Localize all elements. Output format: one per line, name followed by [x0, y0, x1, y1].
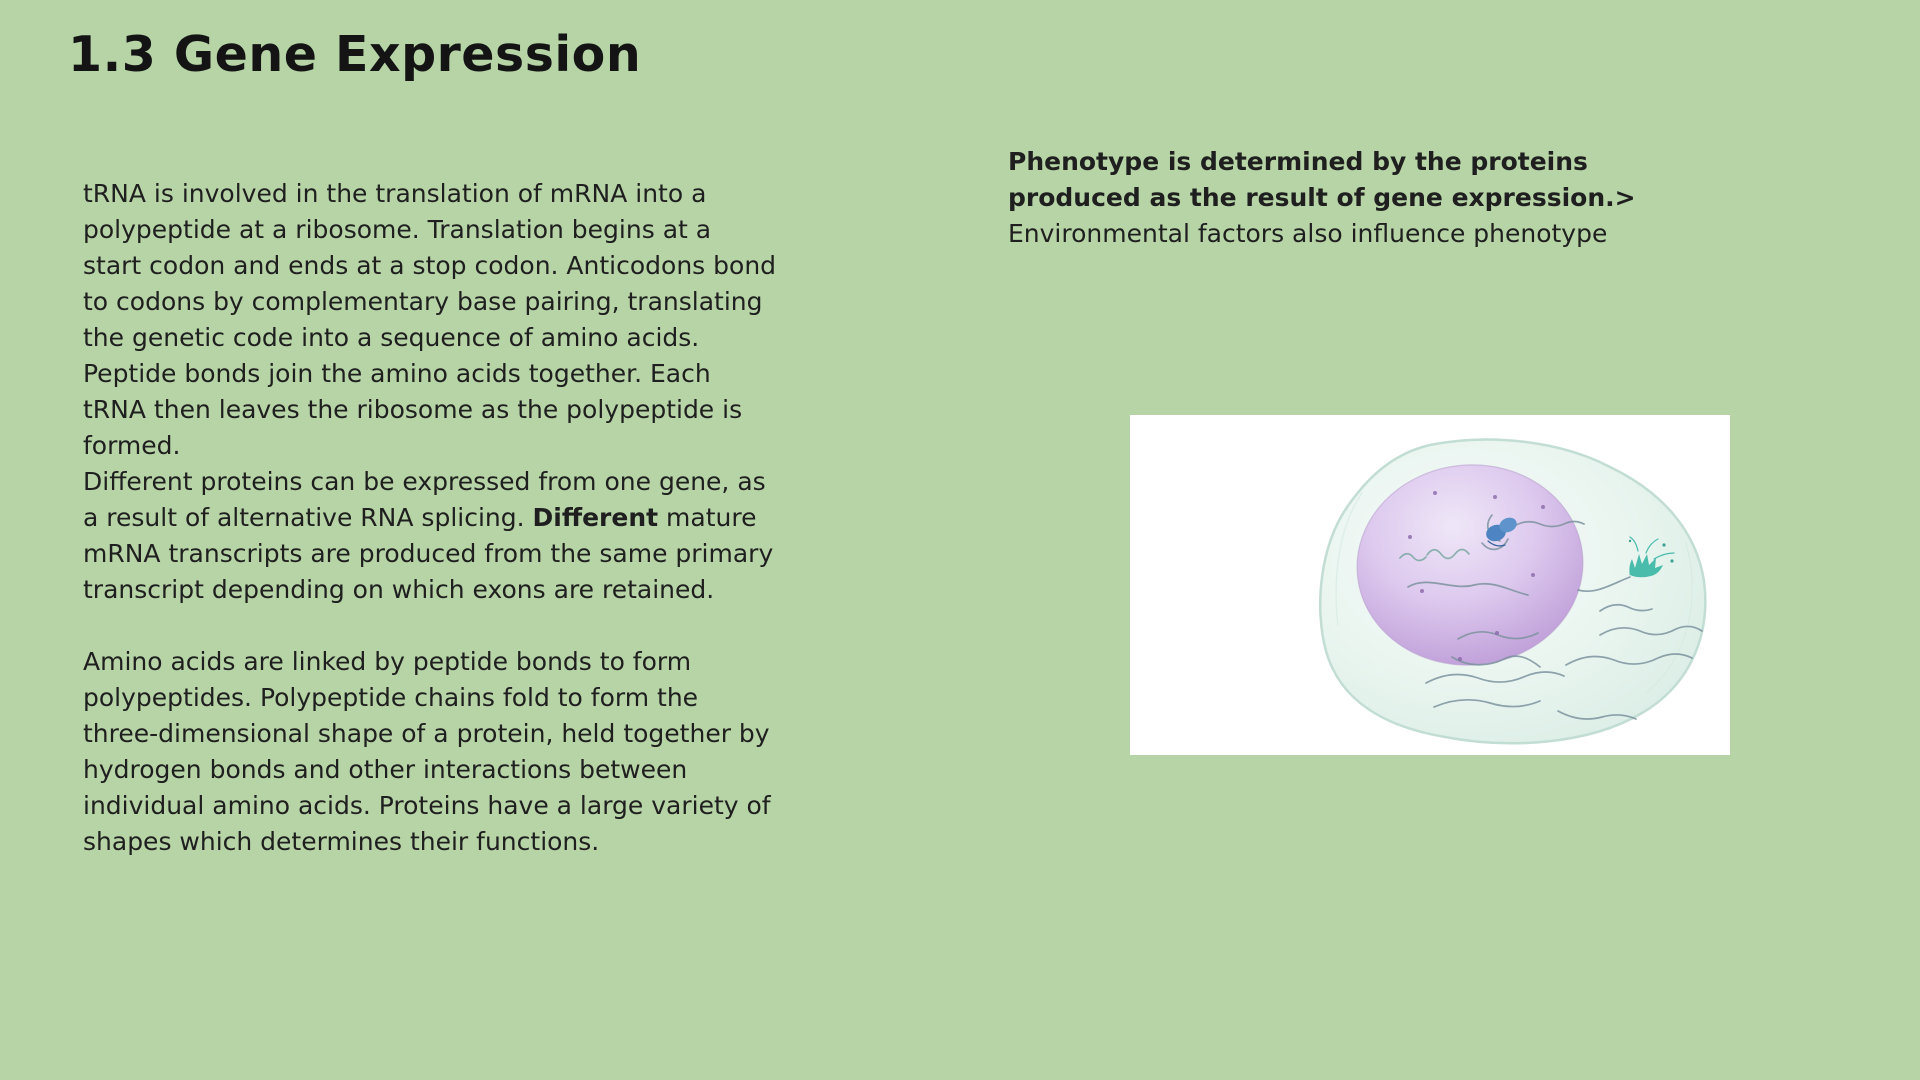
inner-membrane-left: [1335, 492, 1363, 626]
right-note-column: Phenotype is determined by the proteins p…: [1008, 144, 1636, 252]
text-line: mRNA transcripts are produced from the s…: [83, 539, 774, 568]
text-line: shapes which determines their functions.: [83, 827, 600, 856]
text-line: Different proteins can be expressed from…: [83, 467, 766, 496]
text-line: transcript depending on which exons are …: [83, 575, 715, 604]
text-line: polypeptides. Polypeptide chains fold to…: [83, 683, 699, 712]
chromatin-strand: [1457, 630, 1539, 640]
chromatin-strand: [1399, 552, 1427, 562]
text-line: individual amino acids. Proteins have a …: [83, 791, 771, 820]
text-line: to codons by complementary base pairing,…: [83, 287, 763, 316]
inner-membrane-right: [1645, 542, 1693, 694]
cell-illustration: [1130, 415, 1730, 755]
text-line: Phenotype is determined by the proteins: [1008, 147, 1588, 176]
cytoplasm-strand: [1425, 671, 1565, 684]
page-title: 1.3 Gene Expression: [68, 26, 642, 83]
cytoplasm-strand: [1599, 625, 1703, 636]
chromatin-strand: [1481, 538, 1509, 551]
cytoplasm-strand: [1577, 576, 1631, 592]
left-text-column: tRNA is involved in the translation of m…: [83, 176, 776, 860]
text-line: Environmental factors also influence phe…: [1008, 219, 1608, 248]
text-line: a result of alternative RNA splicing. Di…: [83, 503, 757, 532]
text-line: Peptide bonds join the amino acids toget…: [83, 359, 711, 388]
cytoplasm-strand: [1599, 603, 1653, 612]
cytoplasm-strand: [1557, 710, 1637, 720]
chromatin-strand: [1451, 655, 1541, 668]
text-line: the genetic code into a sequence of amin…: [83, 323, 700, 352]
cytoplasm-strand: [1565, 653, 1693, 666]
text-line: polypeptide at a ribosome. Translation b…: [83, 215, 712, 244]
text-line: [83, 608, 776, 644]
starburst-organelle: [1628, 536, 1675, 578]
blue-organelle: [1486, 517, 1517, 547]
text-line: tRNA then leaves the ribosome as the pol…: [83, 395, 743, 424]
text-line: start codon and ends at a stop codon. An…: [83, 251, 777, 280]
chromatin-strand: [1515, 520, 1585, 528]
cell-diagram-svg: [1130, 415, 1730, 755]
chromatin-strand: [1426, 548, 1470, 560]
text-line: hydrogen bonds and other interactions be…: [83, 755, 688, 784]
text-line: produced as the result of gene expressio…: [1008, 183, 1636, 212]
text-line: tRNA is involved in the translation of m…: [83, 179, 707, 208]
text-line: three-dimensional shape of a protein, he…: [83, 719, 770, 748]
text-line: Amino acids are linked by peptide bonds …: [83, 647, 692, 676]
text-line: formed.: [83, 431, 181, 460]
chromatin-strand: [1407, 581, 1529, 596]
nucleus-dots: [1408, 491, 1545, 661]
cytoplasm-strand: [1433, 698, 1541, 708]
